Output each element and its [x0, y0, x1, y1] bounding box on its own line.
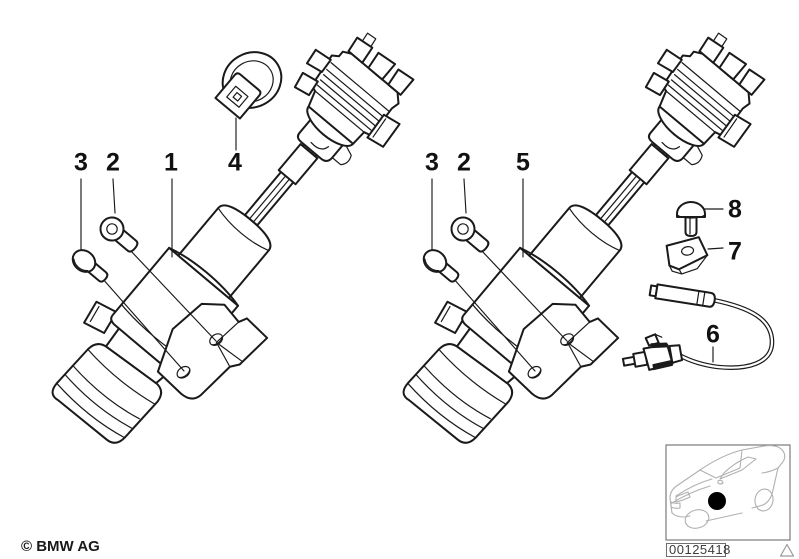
- lock-cylinder-drawing: [214, 51, 283, 151]
- callout-5[interactable]: 5: [516, 148, 530, 177]
- car-outline-drawing: [669, 445, 786, 529]
- warning-triangle-icon: [779, 543, 795, 557]
- callout-2-left[interactable]: 2: [106, 148, 120, 177]
- callout-1[interactable]: 1: [164, 148, 178, 177]
- part-number-label: 00125418: [669, 542, 731, 557]
- callout-4[interactable]: 4: [228, 148, 242, 177]
- callout-3-right[interactable]: 3: [425, 148, 439, 177]
- callout-7[interactable]: 7: [728, 237, 742, 266]
- callout-6[interactable]: 6: [706, 320, 720, 349]
- part-number-box: 00125418: [666, 543, 730, 557]
- fastening-bolt-drawing: [676, 201, 724, 237]
- callout-8[interactable]: 8: [728, 195, 742, 224]
- hood-location-dot: [708, 492, 726, 510]
- interlock-cable-drawing: [621, 283, 775, 371]
- copyright-label: © BMW AG: [21, 538, 100, 555]
- clip-nut-drawing: [665, 236, 724, 275]
- callout-2-right[interactable]: 2: [457, 148, 471, 177]
- car-location-thumbnail: [665, 444, 791, 541]
- callout-3-left[interactable]: 3: [74, 148, 88, 177]
